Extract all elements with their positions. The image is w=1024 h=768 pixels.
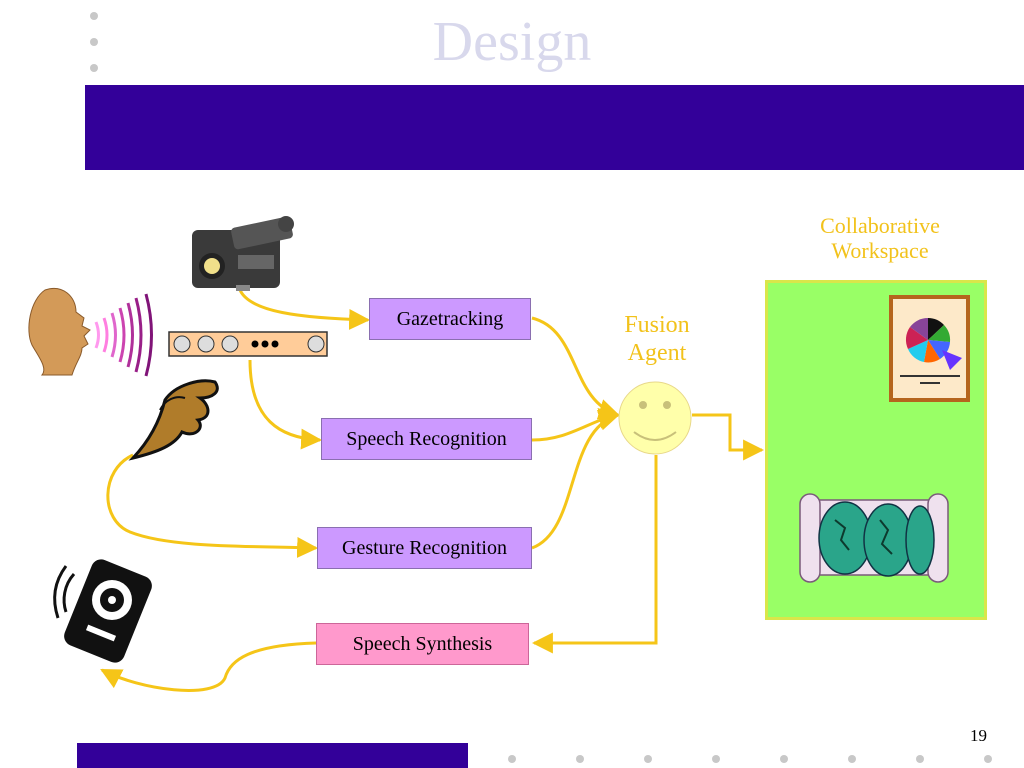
decorative-dot [90,38,98,46]
smiley-face-icon [618,381,692,455]
workspace-label: Collaborative Workspace [790,213,970,264]
speech-recognition-box: Speech Recognition [321,418,532,460]
decorative-dot [848,755,856,763]
decorative-dot [712,755,720,763]
speaker-icon [53,559,152,663]
camcorder-icon [192,216,294,291]
fusion-agent-label-line1: Fusion [624,312,690,338]
connector-synthesis-speaker [100,641,317,692]
decorative-dot [780,755,788,763]
connector-mic-speech-recognition [248,359,323,450]
connector-speech-fusion [531,407,621,442]
decorative-dot [90,12,98,20]
page-number: 19 [970,726,987,745]
speech-synthesis-box: Speech Synthesis [316,623,529,665]
connector-hand-gesture-recognition [106,453,319,558]
fusion-agent-label: Fusion Agent [597,312,717,367]
title-bar [85,85,1024,170]
connector-fusion-workspace [692,413,765,461]
gesture-hand-icon [128,379,219,461]
connector-gazetracking-fusion [531,316,621,420]
decorative-dot [644,755,652,763]
gazetracking-box: Gazetracking [369,298,531,340]
connector-gesture-fusion [531,410,621,550]
workspace-label-line1: Collaborative [820,213,940,238]
workspace-label-line2: Workspace [831,238,929,264]
microphone-array-icon [168,331,328,357]
decorative-dot [916,755,924,763]
connector-camera-gazetracking [238,289,371,330]
slide-title: Design [432,11,592,73]
decorative-dot [508,755,516,763]
decorative-dot [90,64,98,72]
fusion-agent-label-line2: Agent [627,339,687,366]
connector-fusion-synthesis [531,455,658,654]
speaking-head-icon [28,288,153,377]
footer-bar [77,743,468,768]
decorative-dot [576,755,584,763]
collaborative-workspace-panel [765,280,987,620]
decorative-dot [984,755,992,763]
gesture-recognition-box: Gesture Recognition [317,527,532,569]
